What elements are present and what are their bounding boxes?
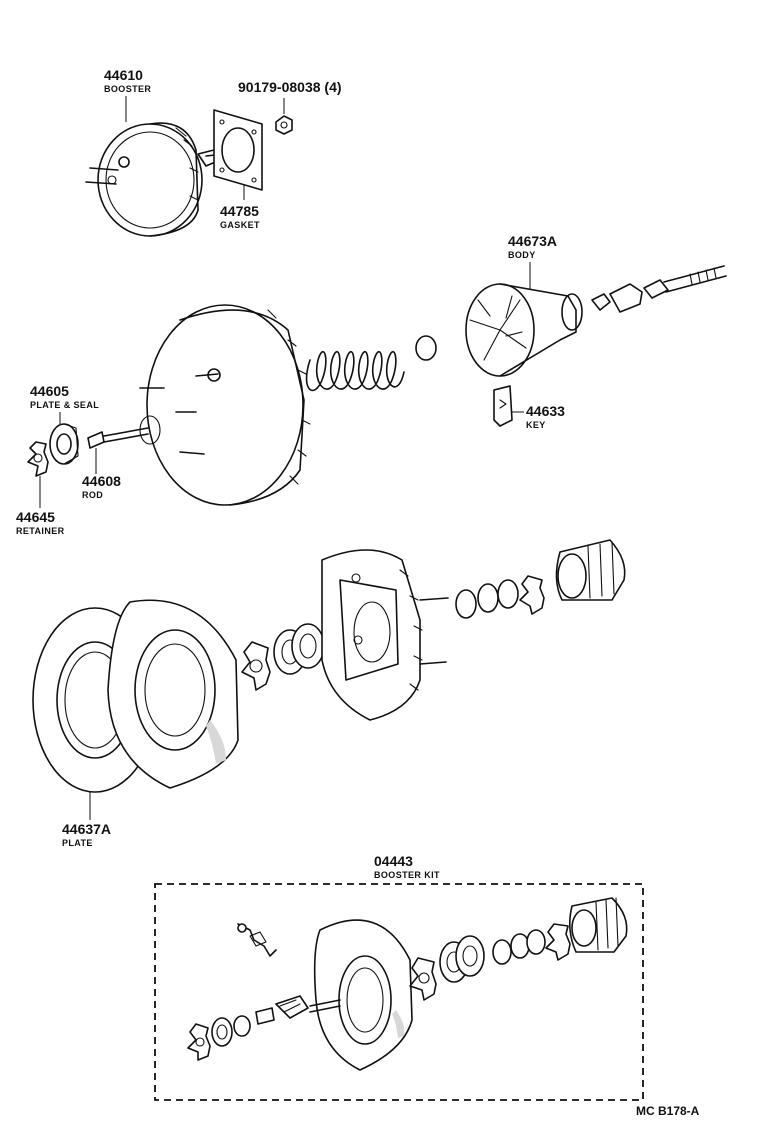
- svg-text:PLATE & SEAL: PLATE & SEAL: [30, 400, 99, 410]
- check-disc: [415, 335, 437, 361]
- callout-44608: 44608 ROD: [82, 448, 121, 500]
- booster-shell-rear: [321, 549, 449, 721]
- svg-text:44605: 44605: [30, 383, 69, 399]
- kit-retainer-ring: [409, 957, 437, 1001]
- svg-text:44610: 44610: [104, 67, 143, 83]
- key: [493, 385, 513, 427]
- push-rod-assembly: [591, 265, 727, 313]
- callout-90179-08038: 90179-08038 (4): [238, 79, 342, 114]
- svg-text:RETAINER: RETAINER: [16, 526, 65, 536]
- svg-text:GASKET: GASKET: [220, 220, 260, 230]
- callout-44785: 44785 GASKET: [220, 184, 260, 230]
- kit-plate: [313, 919, 413, 1071]
- rod: [87, 427, 149, 449]
- retainer: [27, 441, 49, 477]
- svg-text:BOOSTER: BOOSTER: [104, 84, 151, 94]
- svg-text:44637A: 44637A: [62, 821, 111, 837]
- kit-retainer: [187, 1023, 211, 1061]
- plate-and-seal: [49, 423, 79, 465]
- callout-44610: 44610 BOOSTER: [104, 67, 151, 122]
- boot: [555, 539, 626, 601]
- callout-44645: 44645 RETAINER: [16, 476, 65, 536]
- callout-44637A: 44637A PLATE: [62, 792, 111, 848]
- washer-set: [455, 575, 545, 619]
- retainer-ring: [241, 641, 271, 691]
- valve-body: [465, 283, 583, 377]
- svg-text:44645: 44645: [16, 509, 55, 525]
- spring: [305, 351, 405, 392]
- booster-assembly-small: [85, 122, 225, 237]
- svg-text:MC B178-A: MC B178-A: [636, 1104, 700, 1118]
- kit-seal-pair: [439, 935, 485, 983]
- svg-text:BOOSTER KIT: BOOSTER KIT: [374, 870, 440, 880]
- svg-text:44633: 44633: [526, 403, 565, 419]
- callout-04443: 04443 BOOSTER KIT: [374, 853, 440, 880]
- nut: [275, 115, 293, 135]
- plate-inner: [107, 599, 239, 789]
- svg-text:44785: 44785: [220, 203, 259, 219]
- kit-plate-and-seal: [211, 1015, 251, 1047]
- callout-44673A: 44673A BODY: [508, 233, 557, 290]
- gasket-small: [213, 109, 263, 191]
- callout-44633: 44633 KEY: [512, 403, 565, 430]
- svg-text:04443: 04443: [374, 853, 413, 869]
- svg-text:90179-08038 (4): 90179-08038 (4): [238, 79, 342, 95]
- figure-code: MC B178-A: [636, 1104, 700, 1118]
- kit-washer-set: [492, 923, 571, 965]
- svg-text:BODY: BODY: [508, 250, 536, 260]
- kit-valve-stem: [237, 923, 277, 957]
- booster-kit-frame: [154, 883, 644, 1101]
- callout-44605: 44605 PLATE & SEAL: [30, 383, 99, 424]
- kit-rod: [255, 995, 341, 1025]
- kit-boot: [568, 897, 628, 953]
- svg-text:44673A: 44673A: [508, 233, 557, 249]
- svg-text:KEY: KEY: [526, 420, 546, 430]
- booster-shell-front: [139, 304, 311, 506]
- seal-pair-left: [273, 623, 325, 675]
- svg-text:PLATE: PLATE: [62, 838, 93, 848]
- svg-text:ROD: ROD: [82, 490, 103, 500]
- svg-text:44608: 44608: [82, 473, 121, 489]
